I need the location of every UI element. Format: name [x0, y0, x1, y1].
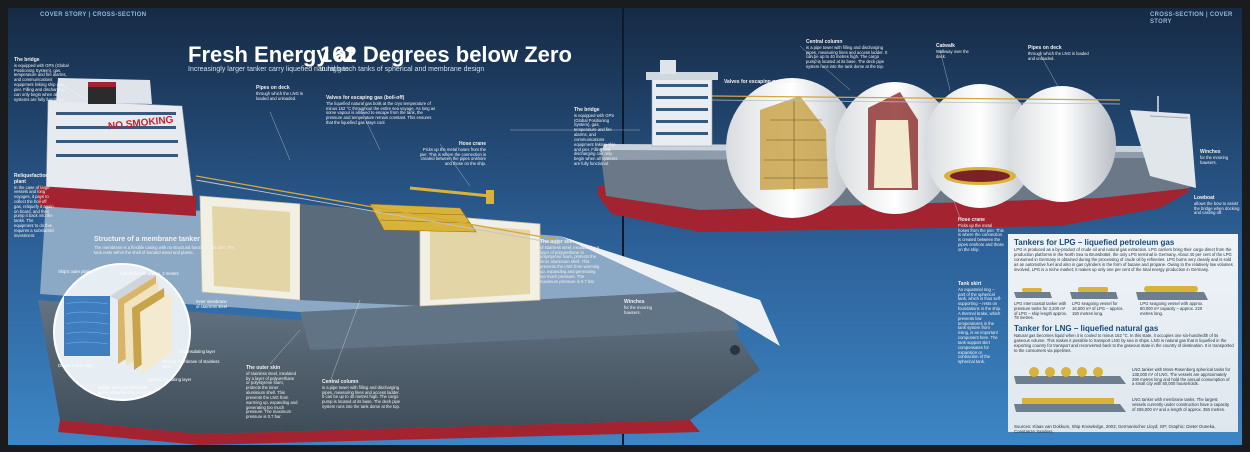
dome-4: [1008, 86, 1116, 202]
membrane-label-double-hull: Double hull of ship: [58, 363, 93, 368]
membrane-label-plating: Ship's outer plating: [58, 269, 94, 274]
lng-ship-1: LNG tanker with Moss-Rosenberg spherical…: [1132, 367, 1231, 387]
membrane-label-second-layer: Second insulating layer: [148, 377, 192, 382]
lng-section: Tanker for LNG – liquefied natural gas N…: [1014, 324, 1234, 354]
callout-pipes-deck-right: Pipes on deck through which the LNG is l…: [1028, 45, 1089, 61]
page-title-2: 162 Degrees below Zero: [320, 42, 572, 67]
lpg-section: Tankers for LPG – liquefied petroleum ga…: [1014, 238, 1234, 272]
lng-title: Tanker for LNG – liquefied natural gas: [1014, 324, 1159, 333]
callout-hose-crane-right: Hose crane Picks up the metal hoses from…: [958, 217, 1004, 252]
membrane-title: Structure of a membrane tanker: [94, 236, 200, 243]
page-title: Fresh Energy at: [188, 42, 355, 67]
callout-hose-crane-left: Hose crane Picks up the metal hoses from…: [419, 141, 486, 167]
sources: Sources: Klaas van Dokkum, Ship Knowledg…: [1014, 424, 1216, 435]
callout-bridge-left: The bridge is equipped with GPS (Global …: [14, 57, 69, 102]
callout-lowboat: Lowboat allows the bow to assist the bri…: [1194, 195, 1240, 216]
callout-valves-left: Valves for escaping gas (boil-off) The l…: [326, 95, 436, 126]
membrane-inset: [53, 263, 191, 401]
callout-central-column-right: Central column is a pipe tower with fill…: [806, 39, 888, 70]
gutter: [622, 8, 624, 445]
lpg-ship-1: LPG intercoastal tanker with pressure ta…: [1014, 301, 1068, 321]
lpg-body: LPG is produced as a by-product of crude…: [1014, 247, 1233, 272]
subtitle-2: in high-tech tanks of spherical and memb…: [320, 66, 485, 73]
callout-winches-mid: Winches for the mooring hawsers.: [624, 299, 653, 315]
membrane-intro: The membrane is a flexible casing with n…: [94, 245, 235, 255]
lpg-ship-3: LPG seagoing vessel with approx. 80,000 …: [1140, 301, 1204, 316]
callout-pipes-deck-left: Pipes on deck through which the LNG is l…: [256, 85, 304, 101]
membrane-label-second-membrane: Second membrane of stainless steel: [162, 359, 220, 369]
callout-catwalk: Catwalk Walkway over the deck.: [936, 43, 969, 59]
header-left: COVER STORY | CROSS-SECTION: [40, 12, 147, 18]
lpg-title: Tankers for LPG – liquefied petroleum ga…: [1014, 238, 1175, 247]
lng-body: Natural gas becomes liquid when it is co…: [1014, 333, 1234, 353]
callout-central-column-left: Central column is a pipe tower with fill…: [322, 379, 401, 410]
spherical-tanker: [598, 60, 1196, 232]
callout-valves-right: Valves for escaping gas (boil-off): [724, 79, 803, 85]
membrane-label-first-layer: First insulating layer: [178, 349, 216, 354]
callout-outer-skin-right: The outer skin of stainless steel, insul…: [540, 239, 600, 284]
membrane-label-ballast: Ballast tanks are filled with water when…: [98, 385, 152, 395]
membrane-tanker: [38, 78, 780, 445]
lpg-ship-2: LPG seagoing vessel for 16,500 m³ of LPG…: [1072, 301, 1124, 316]
lng-ship-2: LNG tanker with membrane tanks. The larg…: [1132, 397, 1230, 412]
info-panel: [1008, 234, 1238, 432]
header-right: CROSS-SECTION | COVER STORY: [1150, 12, 1233, 25]
subtitle: Increasingly larger tanker carry liquefi…: [188, 66, 349, 73]
callout-outer-skin-left: The outer skin of stainless steel, insul…: [246, 365, 298, 420]
membrane-box: Structure of a membrane tanker The membr…: [94, 236, 236, 256]
callout-winches-right: Winches for the mooring hawsers.: [1200, 149, 1229, 165]
membrane-label-thickness: Half thickness approx. 2 meters: [120, 271, 179, 276]
membrane-label-inner: Inner membrane of stainless steel: [196, 299, 227, 309]
callout-reliquefaction: Reliquefaction plant In the case of larg…: [14, 173, 54, 238]
callout-bridge-right: The bridge is equipped with GPS (Global …: [574, 107, 618, 167]
callout-tank-skirt: Tank skirt An equatorial ring – part of …: [958, 281, 1002, 365]
